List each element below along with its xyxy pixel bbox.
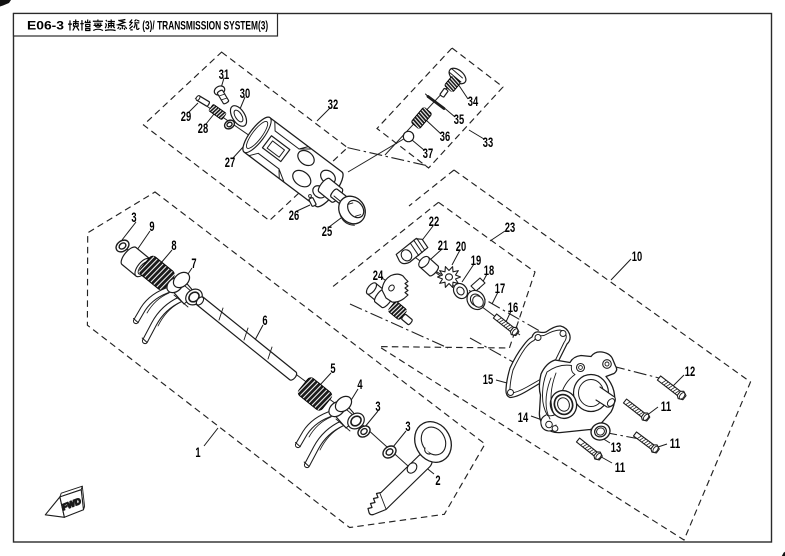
svg-text:35: 35 <box>454 111 465 127</box>
svg-text:30: 30 <box>240 85 251 101</box>
svg-text:26: 26 <box>289 207 300 223</box>
svg-text:29: 29 <box>181 108 192 124</box>
svg-text:2: 2 <box>435 472 440 488</box>
svg-text:5: 5 <box>330 360 335 376</box>
svg-text:9: 9 <box>149 218 154 234</box>
svg-text:31: 31 <box>219 66 230 82</box>
svg-text:36: 36 <box>440 128 451 144</box>
svg-text:19: 19 <box>471 252 482 268</box>
svg-text:14: 14 <box>518 409 529 425</box>
svg-text:6: 6 <box>262 312 267 328</box>
svg-text:11: 11 <box>670 435 681 451</box>
svg-text:16: 16 <box>508 299 519 315</box>
svg-text:20: 20 <box>456 238 467 254</box>
svg-text:3: 3 <box>405 418 410 434</box>
svg-text:23: 23 <box>505 219 516 235</box>
svg-text:18: 18 <box>484 262 495 278</box>
svg-text:1: 1 <box>195 444 200 460</box>
svg-text:4: 4 <box>357 376 362 392</box>
svg-text:3: 3 <box>131 209 136 225</box>
svg-text:37: 37 <box>423 145 434 161</box>
svg-text:8: 8 <box>171 237 176 253</box>
svg-text:12: 12 <box>685 363 696 379</box>
svg-text:25: 25 <box>322 223 333 239</box>
svg-text:(3)/ TRANSMISSION SYSTEM(3): (3)/ TRANSMISSION SYSTEM(3) <box>142 21 268 33</box>
svg-text:34: 34 <box>468 93 479 109</box>
svg-text:33: 33 <box>483 134 494 150</box>
svg-text:27: 27 <box>225 154 236 170</box>
svg-text:11: 11 <box>661 398 672 414</box>
svg-text:24: 24 <box>373 267 384 283</box>
svg-text:3: 3 <box>375 398 380 414</box>
svg-text:E06-3: E06-3 <box>27 21 64 33</box>
svg-text:28: 28 <box>198 120 209 136</box>
svg-text:10: 10 <box>632 248 643 264</box>
svg-text:7: 7 <box>191 255 196 271</box>
svg-text:11: 11 <box>615 459 626 475</box>
svg-text:15: 15 <box>483 371 494 387</box>
svg-text:32: 32 <box>328 96 339 112</box>
svg-text:21: 21 <box>438 237 449 253</box>
svg-text:22: 22 <box>429 213 440 229</box>
svg-text:13: 13 <box>611 439 622 455</box>
svg-text:17: 17 <box>495 280 506 296</box>
